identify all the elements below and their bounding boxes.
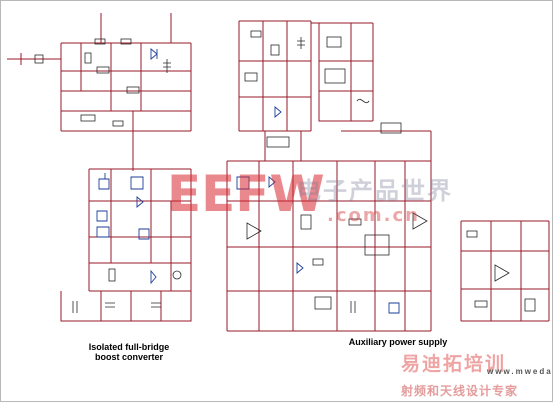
yidi-training-watermark: 易迪拓培训 bbox=[401, 353, 507, 375]
domain-suffix-watermark: .com.cn bbox=[327, 205, 420, 226]
eefw-watermark: EEFW bbox=[167, 165, 325, 223]
auxiliary-power-caption: Auxiliary power supply bbox=[348, 337, 448, 347]
chinese-site-watermark: 电子产品世界 bbox=[297, 176, 453, 205]
boost-converter-caption-line-2: boost converter bbox=[94, 352, 163, 362]
boost-converter-caption: Isolated full-bridge boost converter bbox=[69, 342, 189, 362]
auxiliary-power-circuit bbox=[226, 20, 550, 332]
boost-converter-circuit bbox=[7, 13, 192, 322]
rf-antenna-expert-watermark: 射频和天线设计专家 bbox=[401, 384, 519, 398]
boost-converter-caption-line-1: Isolated full-bridge bbox=[88, 342, 170, 352]
domain-watermark: www.mweda.com bbox=[487, 367, 553, 376]
